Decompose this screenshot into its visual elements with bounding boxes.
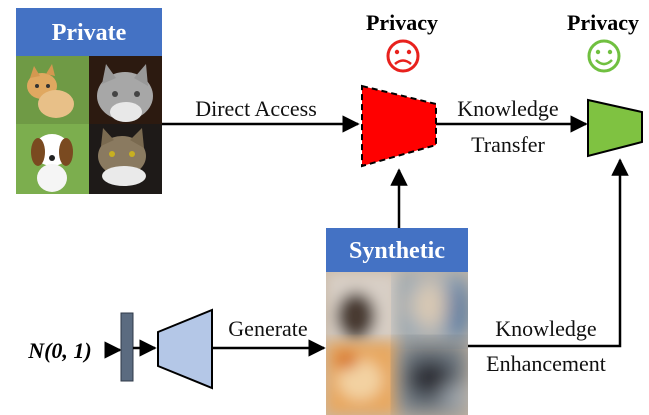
frowning-face-icon: [386, 39, 420, 73]
private-image-tabby: [89, 124, 162, 194]
private-label-box: [16, 8, 162, 56]
private-label: Private: [52, 20, 127, 46]
knowledge-enhancement-label-2: Enhancement: [486, 351, 606, 376]
synthetic-image-1: [326, 272, 398, 342]
knowledge-enhancement-label-1: Knowledge: [495, 316, 596, 341]
private-image-gray-cat: [89, 56, 162, 124]
direct-access-label: Direct Access: [195, 96, 317, 121]
noise-distribution-label: N(0, 1): [27, 338, 92, 363]
teacher-model: [361, 84, 437, 168]
synthetic-image-2: [398, 272, 468, 342]
generate-label: Generate: [228, 316, 307, 341]
noise-vector: [120, 312, 134, 382]
teacher-privacy-label: Privacy: [366, 10, 438, 35]
smiling-face-icon: [587, 39, 621, 73]
synthetic-image-3: [326, 342, 398, 415]
knowledge-enhancement-arrow: [468, 158, 629, 348]
synthetic-image-4: [398, 342, 468, 415]
generator-model: [157, 308, 213, 390]
private-image-grid: [16, 56, 162, 194]
student-model: [587, 98, 643, 158]
knowledge-transfer-label-1: Knowledge: [457, 96, 558, 121]
private-image-kitten: [16, 56, 89, 124]
private-image-beagle: [16, 124, 89, 194]
synthetic-label: Synthetic: [349, 238, 445, 264]
knowledge-transfer-label-2: Transfer: [471, 132, 545, 157]
synthetic-label-box: [326, 228, 468, 272]
synthetic-image-grid: [326, 272, 468, 415]
student-privacy-label: Privacy: [567, 10, 639, 35]
